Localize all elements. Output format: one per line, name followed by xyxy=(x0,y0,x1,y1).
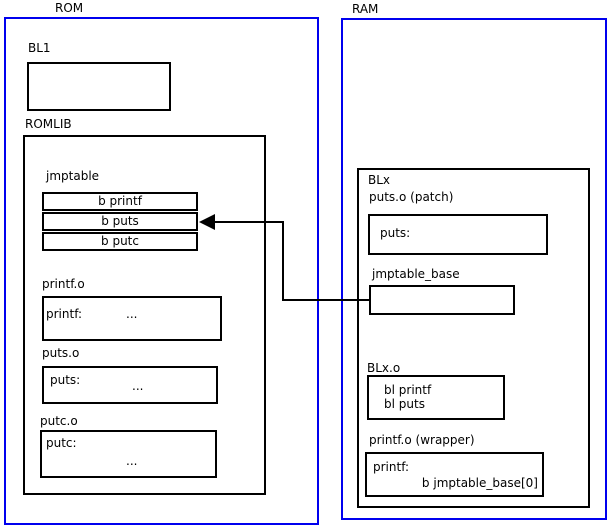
jmptable-label: jmptable xyxy=(46,169,100,183)
blx-o-box: bl printf bl puts xyxy=(367,375,505,420)
puts-patch-label: puts.o (patch) xyxy=(369,190,454,204)
romlib-label: ROMLIB xyxy=(25,117,72,131)
jmptable-row-b-putc: b putc xyxy=(42,232,198,251)
putc-o-label: putc.o xyxy=(40,414,78,428)
puts-o-box: puts: ... xyxy=(42,366,218,404)
printf-body-ellipsis: ... xyxy=(126,307,138,321)
rom-region-title: ROM xyxy=(55,1,84,15)
blx-label: BLx xyxy=(368,173,391,187)
putc-o-box: putc: ... xyxy=(40,430,217,478)
puts-symbol: puts: xyxy=(50,373,81,387)
printf-wrapper-label: printf.o (wrapper) xyxy=(369,433,475,447)
blx-o-label: BLx.o xyxy=(367,361,401,375)
puts-o-label: puts.o xyxy=(42,346,80,360)
puts-patch-symbol: puts: xyxy=(380,226,411,240)
bl1-label: BL1 xyxy=(28,41,51,55)
printf-o-box: printf: ... xyxy=(42,296,222,341)
bl1-box xyxy=(27,62,171,111)
putc-body-ellipsis: ... xyxy=(126,454,138,468)
jmptable-base-box xyxy=(369,285,515,315)
blx-o-instr-bl-printf: bl printf xyxy=(384,383,432,397)
printf-o-label: printf.o xyxy=(42,277,85,291)
printf-wrapper-instruction: b jmptable_base[0] xyxy=(421,476,538,490)
putc-symbol: putc: xyxy=(46,436,77,450)
printf-wrapper-box: printf: b jmptable_base[0] xyxy=(365,452,544,497)
blx-o-instr-bl-puts: bl puts xyxy=(384,397,425,411)
ram-region-title: RAM xyxy=(352,2,379,16)
printf-symbol: printf: xyxy=(46,307,83,321)
puts-patch-box: puts: xyxy=(368,214,548,255)
printf-wrapper-symbol: printf: xyxy=(373,460,410,474)
jmptable-base-label: jmptable_base xyxy=(372,267,460,281)
puts-body-ellipsis: ... xyxy=(132,379,144,393)
jmptable-row-b-puts: b puts xyxy=(42,212,198,231)
jmptable-row-b-printf: b printf xyxy=(42,192,198,211)
